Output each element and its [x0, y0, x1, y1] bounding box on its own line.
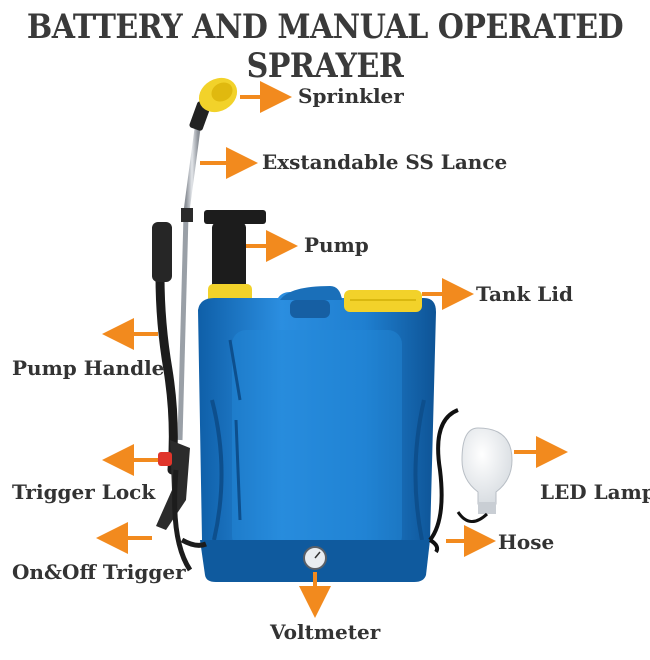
label-tank-lid: Tank Lid [476, 282, 573, 306]
tank-body [198, 286, 436, 582]
tank-lid [344, 290, 422, 312]
hose-cable [428, 408, 459, 554]
label-sprinkler: Sprinkler [298, 84, 404, 108]
callout-arrows [96, 81, 568, 618]
label-on-off-trigger: On&Off Trigger [12, 560, 186, 584]
pump-unit [204, 210, 266, 304]
sprinkler-nozzle [189, 77, 238, 131]
label-lance: Exstandable SS Lance [262, 150, 508, 174]
label-hose: Hose [498, 530, 555, 554]
trigger-assembly [156, 440, 207, 572]
ss-lance [177, 124, 201, 441]
label-trigger-lock: Trigger Lock [12, 480, 156, 504]
pump-handle [152, 222, 178, 475]
label-led-lamp: LED Lamp [540, 480, 650, 504]
led-lamp-bulb [456, 427, 513, 523]
label-pump: Pump [304, 233, 369, 257]
diagram-title: BATTERY AND MANUAL OPERATED SPRAYER [26, 7, 624, 87]
label-pump-handle: Pump Handle [12, 356, 165, 380]
voltmeter-dial [303, 546, 327, 570]
label-voltmeter: Voltmeter [270, 620, 381, 644]
